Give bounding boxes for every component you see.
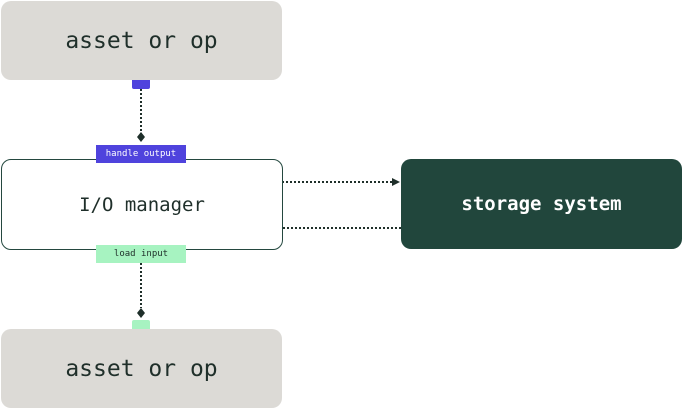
io-manager-node[interactable]: I/O manager bbox=[1, 159, 283, 250]
storage-system-label: storage system bbox=[461, 193, 622, 215]
asset-or-op-node-bottom[interactable]: asset or op bbox=[1, 329, 282, 408]
storage-system-node[interactable]: storage system bbox=[401, 159, 682, 249]
connector-diamond-bottom bbox=[137, 308, 145, 318]
io-manager-label: I/O manager bbox=[79, 193, 205, 216]
connector-diamond-top bbox=[137, 132, 145, 142]
load-input-label: load input bbox=[113, 249, 169, 259]
handle-output-tag[interactable]: handle output bbox=[96, 145, 186, 163]
asset-or-op-node-top[interactable]: asset or op bbox=[1, 1, 282, 80]
asset-or-op-label-top: asset or op bbox=[65, 27, 218, 54]
arrowhead-storage bbox=[392, 178, 400, 186]
handle-output-label: handle output bbox=[105, 149, 177, 159]
load-input-tag[interactable]: load input bbox=[96, 245, 186, 263]
asset-or-op-label-bottom: asset or op bbox=[65, 355, 218, 382]
